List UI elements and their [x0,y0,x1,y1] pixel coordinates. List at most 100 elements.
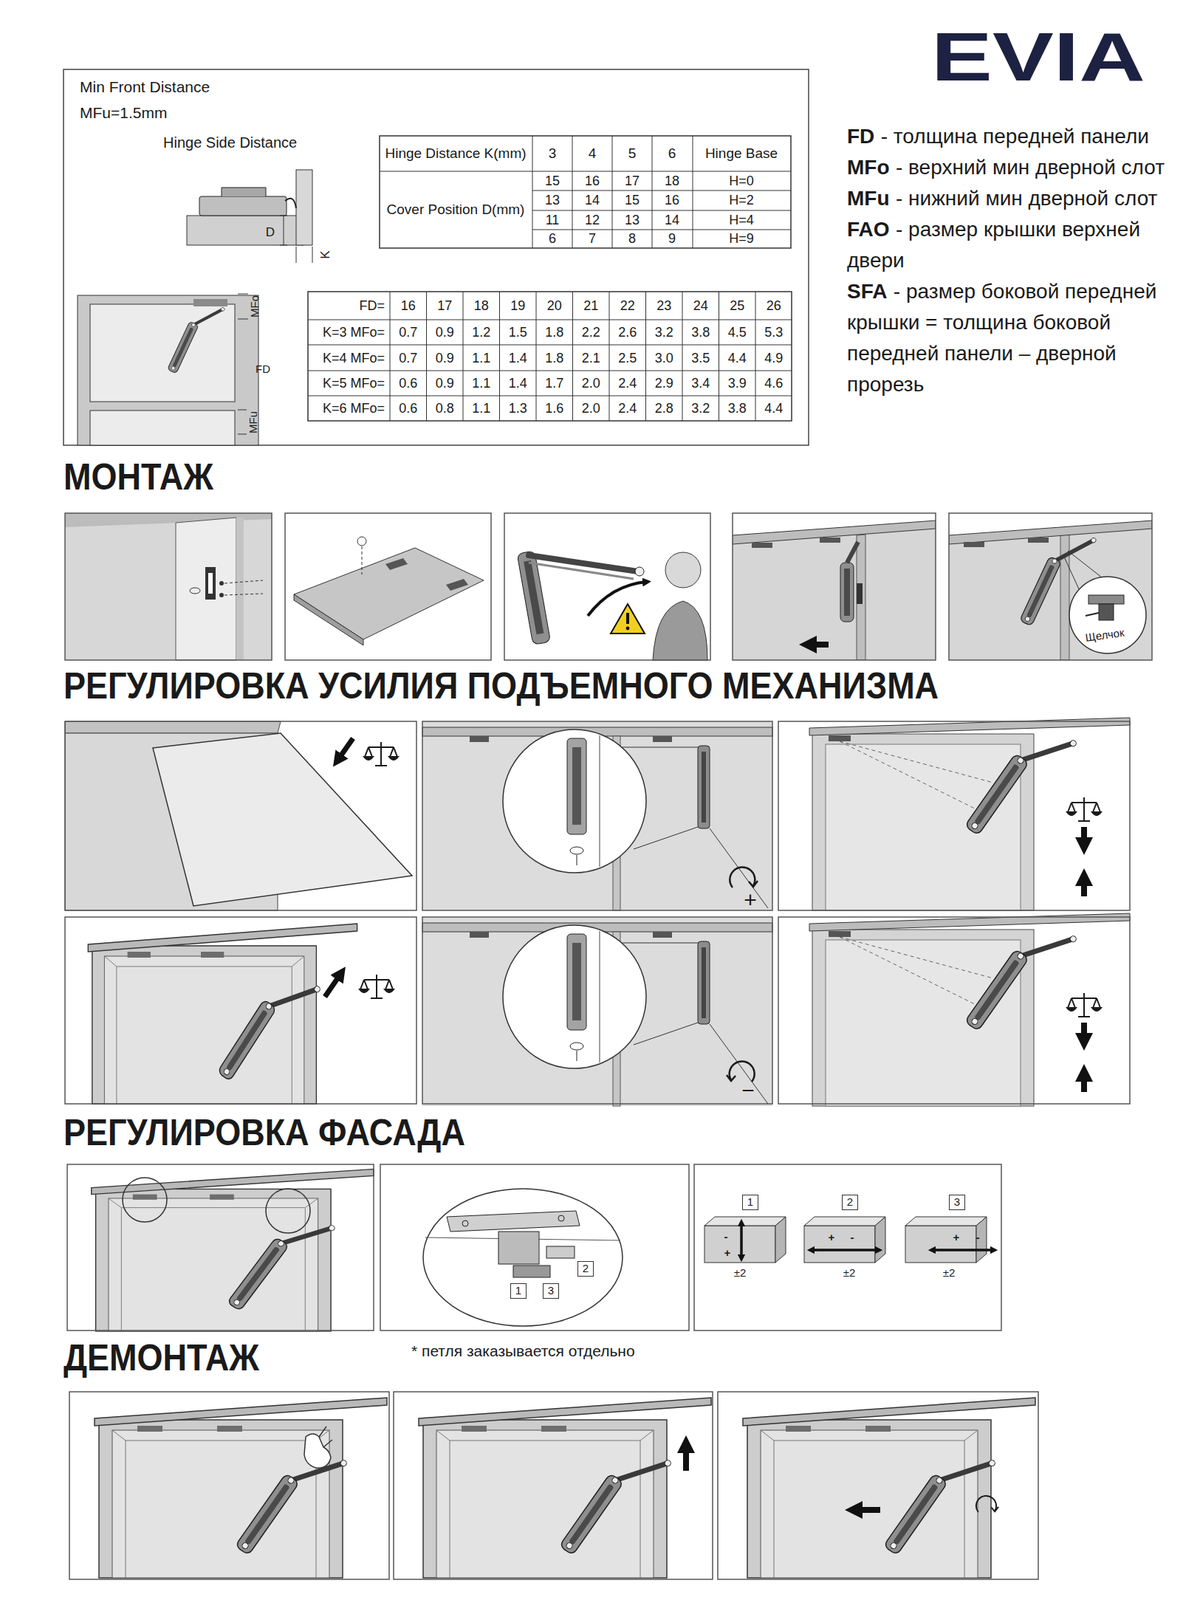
callout-box: 1 [510,1283,527,1299]
spec-label: Hinge Side Distance [163,134,297,152]
table-cell: H=4 [728,212,754,229]
direction-sign: - [724,1230,729,1243]
callout-number: 2 [847,1196,853,1209]
section-heading: ДЕМОНТАЖ [63,1337,260,1381]
abbreviation: SFA [847,279,887,303]
table-cell: 15 [624,192,640,209]
table-cell: 2.6 [618,324,637,341]
table-cell: 1.8 [544,350,564,367]
table-header: 24 [693,298,709,314]
definition: - нижний мин дверной слот [895,186,1158,210]
definition: - верхний мин дверной слот [895,155,1165,179]
table-header: K=6 MFo= [322,400,385,417]
section-heading: РЕГУЛИРОВКА УСИЛИЯ ПОДЪЕМНОГО МЕХАНИЗМА [63,665,939,709]
table-cell: 4.6 [764,375,783,392]
table-cell: 4.4 [728,350,747,367]
table-cell: 18 [664,173,680,190]
table-cell: 3.8 [691,324,710,341]
table-header: 6 [668,145,677,162]
table-cell: 2.5 [618,350,637,367]
callout-box: 2 [577,1261,594,1277]
table-cell: 3.8 [728,400,747,417]
dimension-label: K [318,250,334,259]
table-cell: 4.5 [728,324,747,341]
table-cell: 0.7 [398,324,418,341]
callout-box: 3 [542,1283,560,1299]
direction-sign: - [850,1231,855,1244]
table-cell: 9 [668,231,676,247]
table-cell: 1.2 [471,324,491,341]
table-header: K=5 MFo= [322,375,385,392]
abbreviation: FD [847,124,875,148]
table-cell: 0.6 [398,375,418,392]
table-cell: 1.6 [544,400,564,417]
table-header: 18 [474,298,489,314]
callout-box: 3 [948,1194,966,1211]
table-cell: 15 [544,173,560,190]
table-cell: 3.9 [728,375,747,392]
table-cell: 7 [588,231,596,247]
table-cell: 1.8 [544,324,564,341]
table-cell: 1.4 [508,375,528,392]
table-header: Hinge Base [705,145,778,162]
table-header: 5 [628,145,637,162]
table-header: 22 [620,298,636,314]
table-cell: 2.0 [581,400,601,417]
definition-line: SFA- размер боковой передней крышки = то… [847,276,1189,401]
table-header: 19 [510,298,526,314]
table-header: K=3 MFo= [322,324,385,341]
table-cell: 1.5 [508,324,528,341]
abbreviation: MFo [847,155,890,179]
dimension-label: MFo [248,295,261,318]
table-header: K=4 MFo= [322,350,385,367]
table-header: 3 [548,145,557,162]
table-cell: 2.2 [581,324,601,341]
callout-box: 1 [742,1194,759,1211]
table-header: 16 [400,298,416,314]
table-cell: 12 [584,212,600,229]
dimension-label: MFu [246,411,260,434]
table-cell: 1.1 [471,375,491,392]
table-cell: 3.2 [691,400,710,417]
section-heading: РЕГУЛИРОВКА ФАСАДА [63,1112,466,1155]
callout-number: 1 [515,1284,522,1298]
definition-line: FAO- размер крышки верхней двери [847,214,1189,277]
dismounting-panels [69,1392,1039,1580]
table-header: Cover Position D(mm) [383,201,528,218]
dimension-label: D [265,225,275,240]
table-header: 23 [656,298,672,314]
definition: - размер крышки верхней двери [847,217,1141,272]
definition-line: MFu- нижний мин дверной слот [847,183,1189,215]
definition: - толщина передней панели [880,124,1150,148]
spec-panel [63,69,809,446]
mounting-panels [64,513,1152,661]
definition: - размер боковой передней крышки = толщи… [847,279,1157,396]
table-header: 4 [588,145,597,162]
callout-number: 3 [954,1196,960,1209]
table-header: Hinge Distance K(mm) [383,145,528,162]
table-cell: 0.9 [435,324,455,341]
table-cell: 2.8 [655,400,674,417]
table-cell: 2.9 [655,375,674,392]
table-header: 25 [729,298,745,314]
table-cell: 13 [544,192,560,209]
table-cell: 16 [664,192,680,209]
table-cell: 2.4 [618,400,637,417]
table-cell: H=9 [728,231,754,247]
table-cell: 4.4 [764,400,783,417]
table-cell: 0.7 [398,350,418,367]
table-cell: 2.4 [618,375,637,392]
table-cell: 14 [584,192,600,209]
spec-label: Min Front Distance [79,78,210,96]
table-cell: 17 [624,173,640,190]
table-header: 26 [766,298,782,314]
table-cell: 2.0 [581,375,601,392]
table-cell: 4.9 [764,350,783,367]
table-header: FD= [358,298,385,314]
adjust-sign: − [741,1078,755,1104]
table-cell: H=2 [728,192,754,209]
table-header: 20 [547,298,562,314]
table-cell: 5.3 [764,324,783,341]
table-cell: 0.9 [435,350,455,367]
